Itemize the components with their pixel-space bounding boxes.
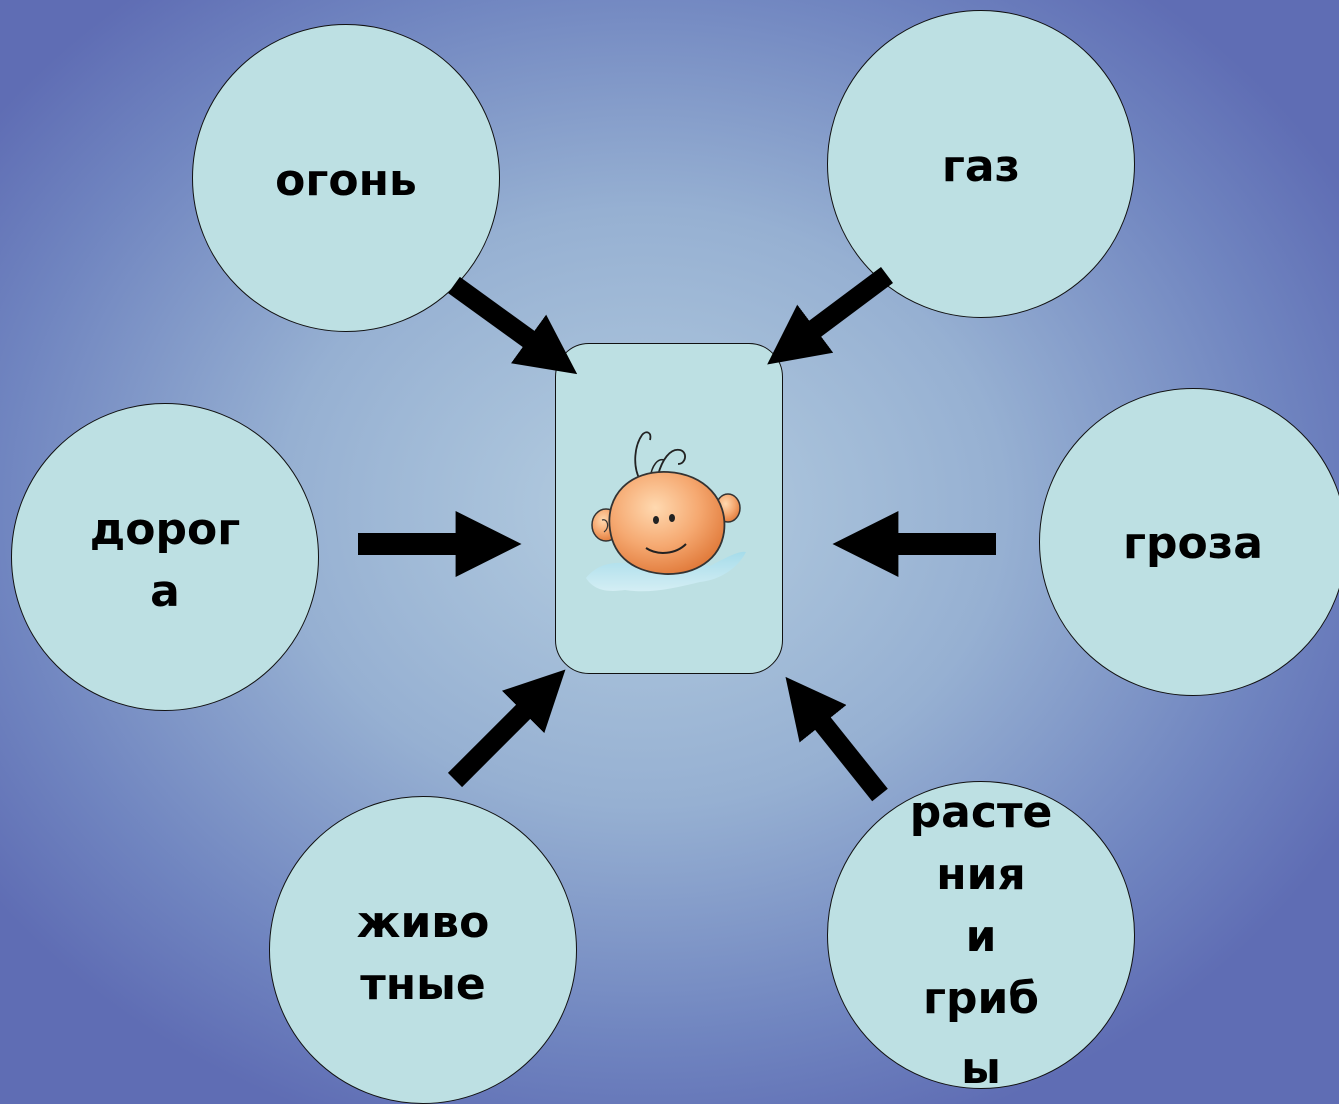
node-gas-label: газ <box>941 141 1021 192</box>
node-plants-label-line5: ы <box>961 1043 1001 1094</box>
node-plants-label-line3: и <box>965 911 997 962</box>
node-road-label-line2: а <box>150 566 180 617</box>
node-road-label-line1: дорог <box>89 504 241 555</box>
node-plants-label-line4: гриб <box>922 973 1040 1024</box>
node-road-circle <box>11 403 319 711</box>
arrow-gas <box>767 266 893 365</box>
node-fire-circle <box>192 24 500 332</box>
node-gas-circle <box>827 10 1135 318</box>
arrow-animals <box>447 669 566 788</box>
baby-face-icon <box>586 431 746 592</box>
arrow-plants <box>785 676 888 802</box>
arrow-fire <box>448 276 578 375</box>
node-animals-label-line1: живо <box>356 897 490 948</box>
node-animals-label-line2: тные <box>360 959 486 1010</box>
node-plants-circle <box>827 781 1135 1089</box>
node-thunderstorm-circle <box>1039 388 1339 696</box>
node-plants-label-line2: ния <box>936 849 1026 900</box>
node-animals-circle <box>269 796 577 1104</box>
node-thunderstorm-label: гроза <box>1123 518 1263 569</box>
node-plants-label-line1: расте <box>909 787 1053 838</box>
node-fire-label: огонь <box>275 155 417 206</box>
